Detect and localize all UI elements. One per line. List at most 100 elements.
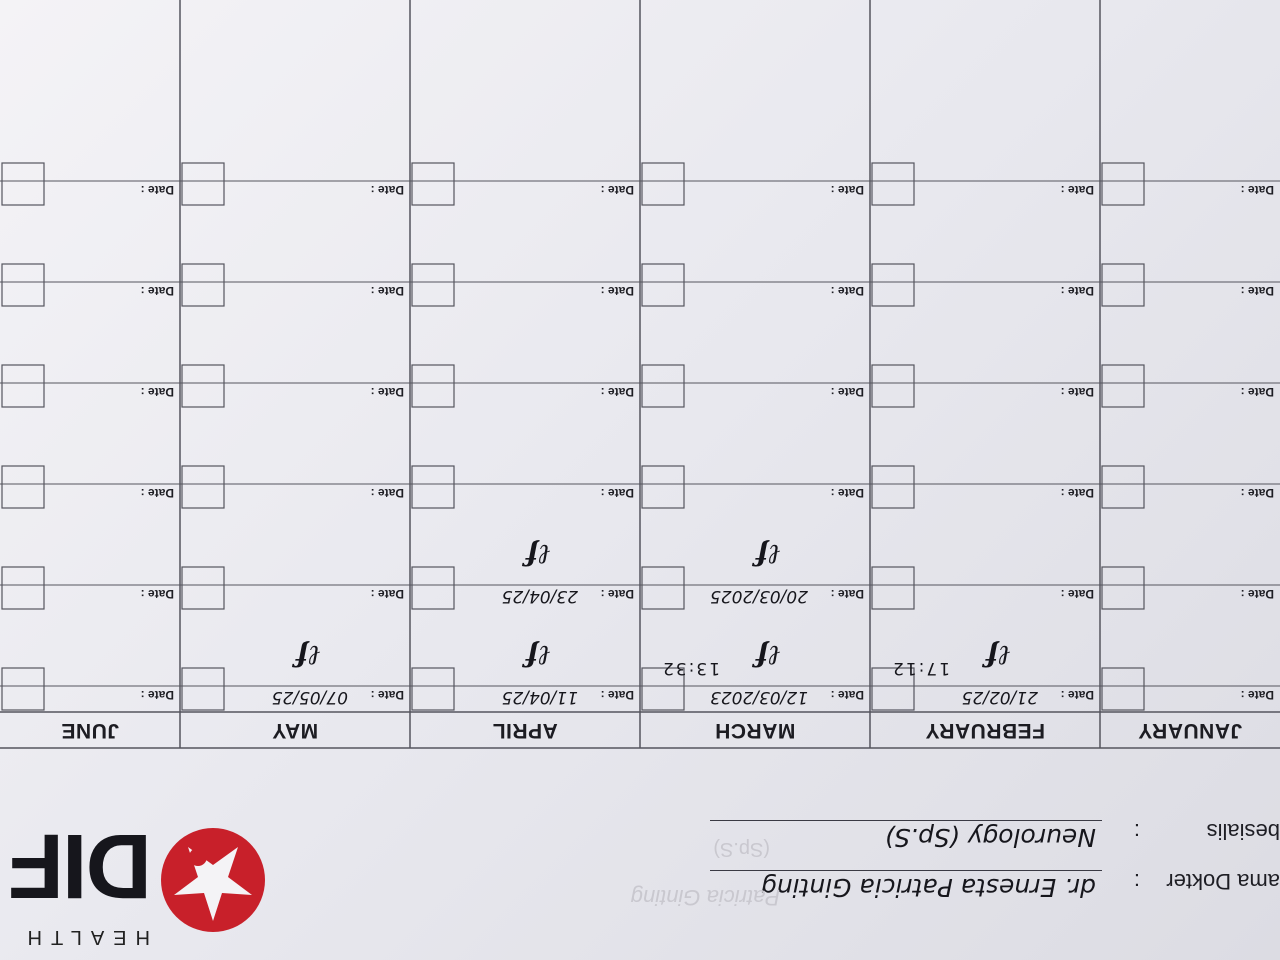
initial-box (411, 263, 455, 307)
handwritten-date: 12/03/2023 (710, 687, 808, 707)
doctor-signature: ℓf (985, 639, 1010, 672)
month-header-january: JANUARY (1137, 719, 1243, 742)
date-field-label: Date : (140, 688, 174, 702)
handwritten-time: 17:12 (891, 658, 950, 678)
initial-box (871, 465, 915, 509)
date-field-label: Date : (1240, 688, 1274, 702)
date-field-label: Date : (830, 183, 864, 197)
handwritten-date: 23/04/25 (501, 586, 578, 606)
initial-box (871, 162, 915, 206)
handwritten-date: 21/02/25 (961, 687, 1038, 707)
initial-box (411, 364, 455, 408)
date-field-label: Date : (1060, 284, 1094, 298)
initial-box (181, 465, 225, 509)
initial-box (641, 465, 685, 509)
initial-box (1, 263, 45, 307)
date-field-label: Date : (370, 284, 404, 298)
initial-box (181, 263, 225, 307)
initial-box (871, 667, 915, 711)
doctor-name-label: ama Dokter (1166, 869, 1280, 894)
date-field-label: Date : (370, 486, 404, 500)
date-field-label: Date : (140, 284, 174, 298)
doctor-name-colon: : (1133, 869, 1140, 894)
date-field-label: Date : (600, 688, 634, 702)
date-field-label: Date : (1240, 587, 1274, 601)
handwritten-date: 20/03/2025 (710, 586, 808, 606)
date-field-label: Date : (1060, 183, 1094, 197)
initial-box (1101, 566, 1145, 610)
initial-box (1, 566, 45, 610)
brand-subtitle: HEALTH (18, 926, 150, 948)
month-header-june: JUNE (60, 719, 120, 742)
doctor-signature: ℓf (525, 538, 550, 571)
initial-box (641, 162, 685, 206)
date-field-label: Date : (600, 385, 634, 399)
date-field-label: Date : (830, 284, 864, 298)
date-field-label: Date : (140, 587, 174, 601)
brand-name: DIF (9, 815, 152, 917)
initial-box (1101, 263, 1145, 307)
initial-box (411, 162, 455, 206)
initial-box (641, 263, 685, 307)
month-header-may: MAY (271, 719, 319, 742)
initial-box (871, 263, 915, 307)
initial-box (411, 566, 455, 610)
date-field-label: Date : (830, 688, 864, 702)
date-field-label: Date : (1240, 385, 1274, 399)
initial-box (1, 162, 45, 206)
initial-box (411, 667, 455, 711)
date-field-label: Date : (600, 284, 634, 298)
date-field-label: Date : (370, 587, 404, 601)
initial-box (181, 162, 225, 206)
date-field-label: Date : (140, 486, 174, 500)
initial-box (871, 364, 915, 408)
bleed-through-sub: (Sp.S) (713, 838, 770, 860)
date-field-label: Date : (1060, 688, 1094, 702)
date-field-label: Date : (370, 183, 404, 197)
date-field-label: Date : (140, 385, 174, 399)
date-field-label: Date : (1060, 385, 1094, 399)
initial-box (1, 667, 45, 711)
handwritten-date: 11/04/25 (501, 687, 578, 707)
date-field-label: Date : (600, 587, 634, 601)
doctor-signature: ℓf (755, 538, 780, 571)
month-header-february: FEBRUARY (925, 719, 1045, 742)
initial-box (1101, 667, 1145, 711)
date-field-label: Date : (600, 486, 634, 500)
initial-box (871, 566, 915, 610)
bleed-through-text: Patricia Ginting (630, 885, 780, 910)
initial-box (641, 667, 685, 711)
date-field-label: Date : (1240, 183, 1274, 197)
brand-logo-icon (161, 828, 265, 932)
date-field-label: Date : (140, 183, 174, 197)
date-field-label: Date : (600, 183, 634, 197)
doctor-signature: ℓf (525, 639, 550, 672)
date-field-label: Date : (1060, 587, 1094, 601)
initial-box (1101, 364, 1145, 408)
initial-box (1101, 162, 1145, 206)
month-header-march: MARCH (714, 719, 796, 742)
initial-box (1101, 465, 1145, 509)
specialty-label: besialis (1206, 819, 1280, 844)
handwritten-time: 13:32 (661, 658, 720, 678)
date-field-label: Date : (1240, 284, 1274, 298)
initial-box (1, 465, 45, 509)
specialty-colon: : (1133, 819, 1140, 844)
doctor-signature: ℓf (755, 639, 780, 672)
month-header-april: APRIL (492, 719, 558, 742)
initial-box (181, 364, 225, 408)
date-field-label: Date : (830, 486, 864, 500)
date-field-label: Date : (370, 385, 404, 399)
date-field-label: Date : (1060, 486, 1094, 500)
date-field-label: Date : (830, 385, 864, 399)
date-field-label: Date : (830, 587, 864, 601)
initial-box (1, 364, 45, 408)
date-field-label: Date : (1240, 486, 1274, 500)
initial-box (181, 667, 225, 711)
date-field-label: Date : (370, 688, 404, 702)
initial-box (641, 566, 685, 610)
doctor-signature: ℓf (295, 639, 320, 672)
